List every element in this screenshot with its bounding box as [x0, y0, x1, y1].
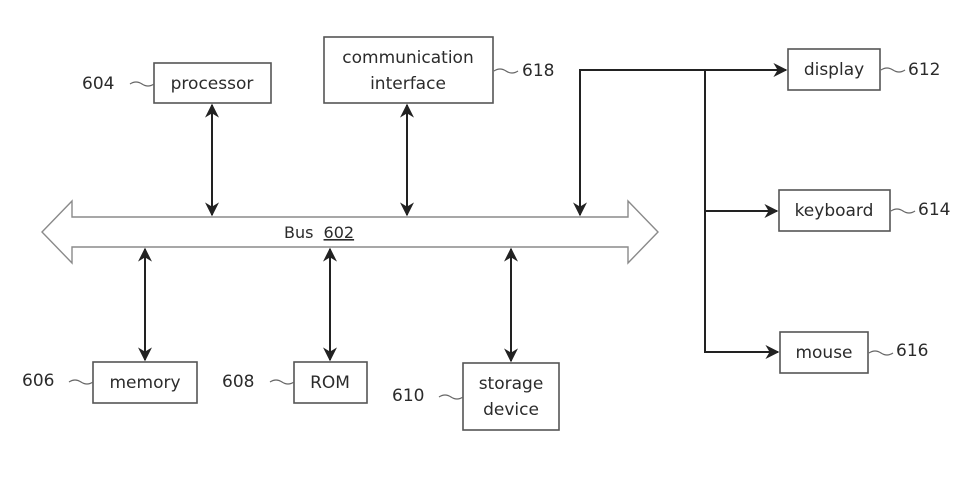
communication-interface-ref: 618: [522, 61, 554, 81]
connections: [138, 63, 788, 363]
processor-label: processor: [171, 74, 254, 94]
display-ref: 612: [908, 60, 940, 80]
rom-ref: 608: [222, 372, 254, 392]
bus-ref: 602: [324, 223, 355, 242]
rom-leader-squiggle: [269, 379, 295, 385]
bus: Bus 602: [41, 199, 659, 265]
mouse-leader-squiggle: [868, 350, 894, 356]
mouse-label: mouse: [795, 343, 852, 363]
memory-box: [92, 361, 198, 404]
bus-label-text: Bus: [284, 223, 313, 242]
storage-device-leader-squiggle: [438, 394, 464, 400]
storage-device-box: [462, 362, 560, 431]
mouse-block: mouse 616: [779, 331, 928, 374]
storage-device-block: storage device 610: [392, 362, 560, 431]
keyboard-ref: 614: [918, 200, 950, 220]
bus-arrow-shape: [41, 199, 659, 265]
mouse-ref: 616: [896, 341, 928, 361]
storage-device-label-line1: storage: [479, 374, 544, 394]
display-box: [787, 48, 881, 91]
processor-block: processor 604: [82, 62, 272, 104]
processor-ref: 604: [82, 74, 114, 94]
storage-device-ref: 610: [392, 386, 424, 406]
rom-box: [293, 361, 368, 404]
communication-interface-label-line2: interface: [370, 74, 446, 94]
display-block: display 612: [787, 48, 940, 91]
memory-label: memory: [109, 373, 180, 393]
communication-interface-box: [323, 36, 494, 104]
keyboard-box: [778, 189, 891, 232]
communication-interface-block: communication interface 618: [323, 36, 554, 104]
bus-label: Bus 602: [284, 223, 354, 242]
rom-label: ROM: [310, 373, 350, 393]
memory-ref: 606: [22, 371, 54, 391]
rom-block: ROM 608: [222, 361, 368, 404]
storage-device-label-line2: device: [483, 400, 539, 420]
display-label: display: [804, 60, 864, 80]
mouse-box: [779, 331, 869, 374]
memory-leader-squiggle: [68, 379, 94, 385]
communication-interface-leader-squiggle: [493, 68, 519, 74]
display-leader-squiggle: [880, 67, 906, 73]
communication-interface-label-line1: communication: [342, 48, 473, 68]
processor-leader-squiggle: [129, 81, 155, 87]
processor-box: [153, 62, 272, 104]
keyboard-leader-squiggle: [890, 208, 916, 214]
memory-block: memory 606: [22, 361, 198, 404]
keyboard-label: keyboard: [795, 201, 874, 221]
keyboard-block: keyboard 614: [778, 189, 950, 232]
